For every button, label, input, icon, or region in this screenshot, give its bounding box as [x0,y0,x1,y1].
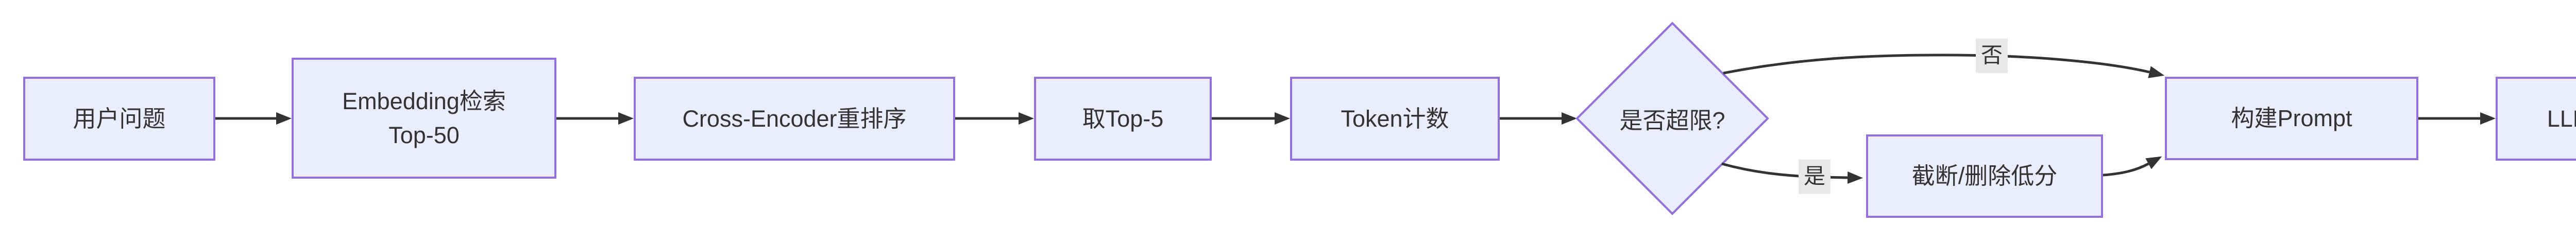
decision-diamond-shape [1575,22,1769,215]
node-token-count: Token计数 [1290,77,1500,161]
edge-label-yes: 是 [1798,159,1831,194]
node-build-prompt-label: 构建Prompt [2231,105,2352,132]
node-llm-answer-label: LLM生成答案 [2547,105,2576,132]
node-decision-label: 是否超限? [1619,107,1725,134]
node-token-count-label: Token计数 [1341,105,1449,132]
edge-label-no: 否 [1975,38,2008,73]
node-user-question-label: 用户问题 [73,105,166,132]
edge-truncate-to-buildprompt [2103,156,2162,177]
node-embedding-retrieval-label-line1: Embedding检索 [342,88,506,115]
node-take-top5-label: 取Top-5 [1082,105,1164,132]
node-embedding-retrieval-label-line2: Top-50 [388,122,460,148]
node-cross-encoder-rerank: Cross-Encoder重排序 [634,77,955,161]
node-build-prompt: 构建Prompt [2165,77,2418,160]
node-embedding-retrieval: Embedding检索 Top-50 [292,58,556,179]
node-take-top5: 取Top-5 [1034,77,1212,161]
node-user-question: 用户问题 [23,77,215,161]
node-llm-answer: LLM生成答案 [2496,77,2576,161]
node-cross-encoder-rerank-label: Cross-Encoder重排序 [682,105,907,132]
edge-decision-no-to-buildprompt [1723,54,2165,78]
node-truncate-lowscore: 截断/删除低分 [1866,134,2103,218]
node-truncate-lowscore-label: 截断/删除低分 [1911,163,2058,190]
